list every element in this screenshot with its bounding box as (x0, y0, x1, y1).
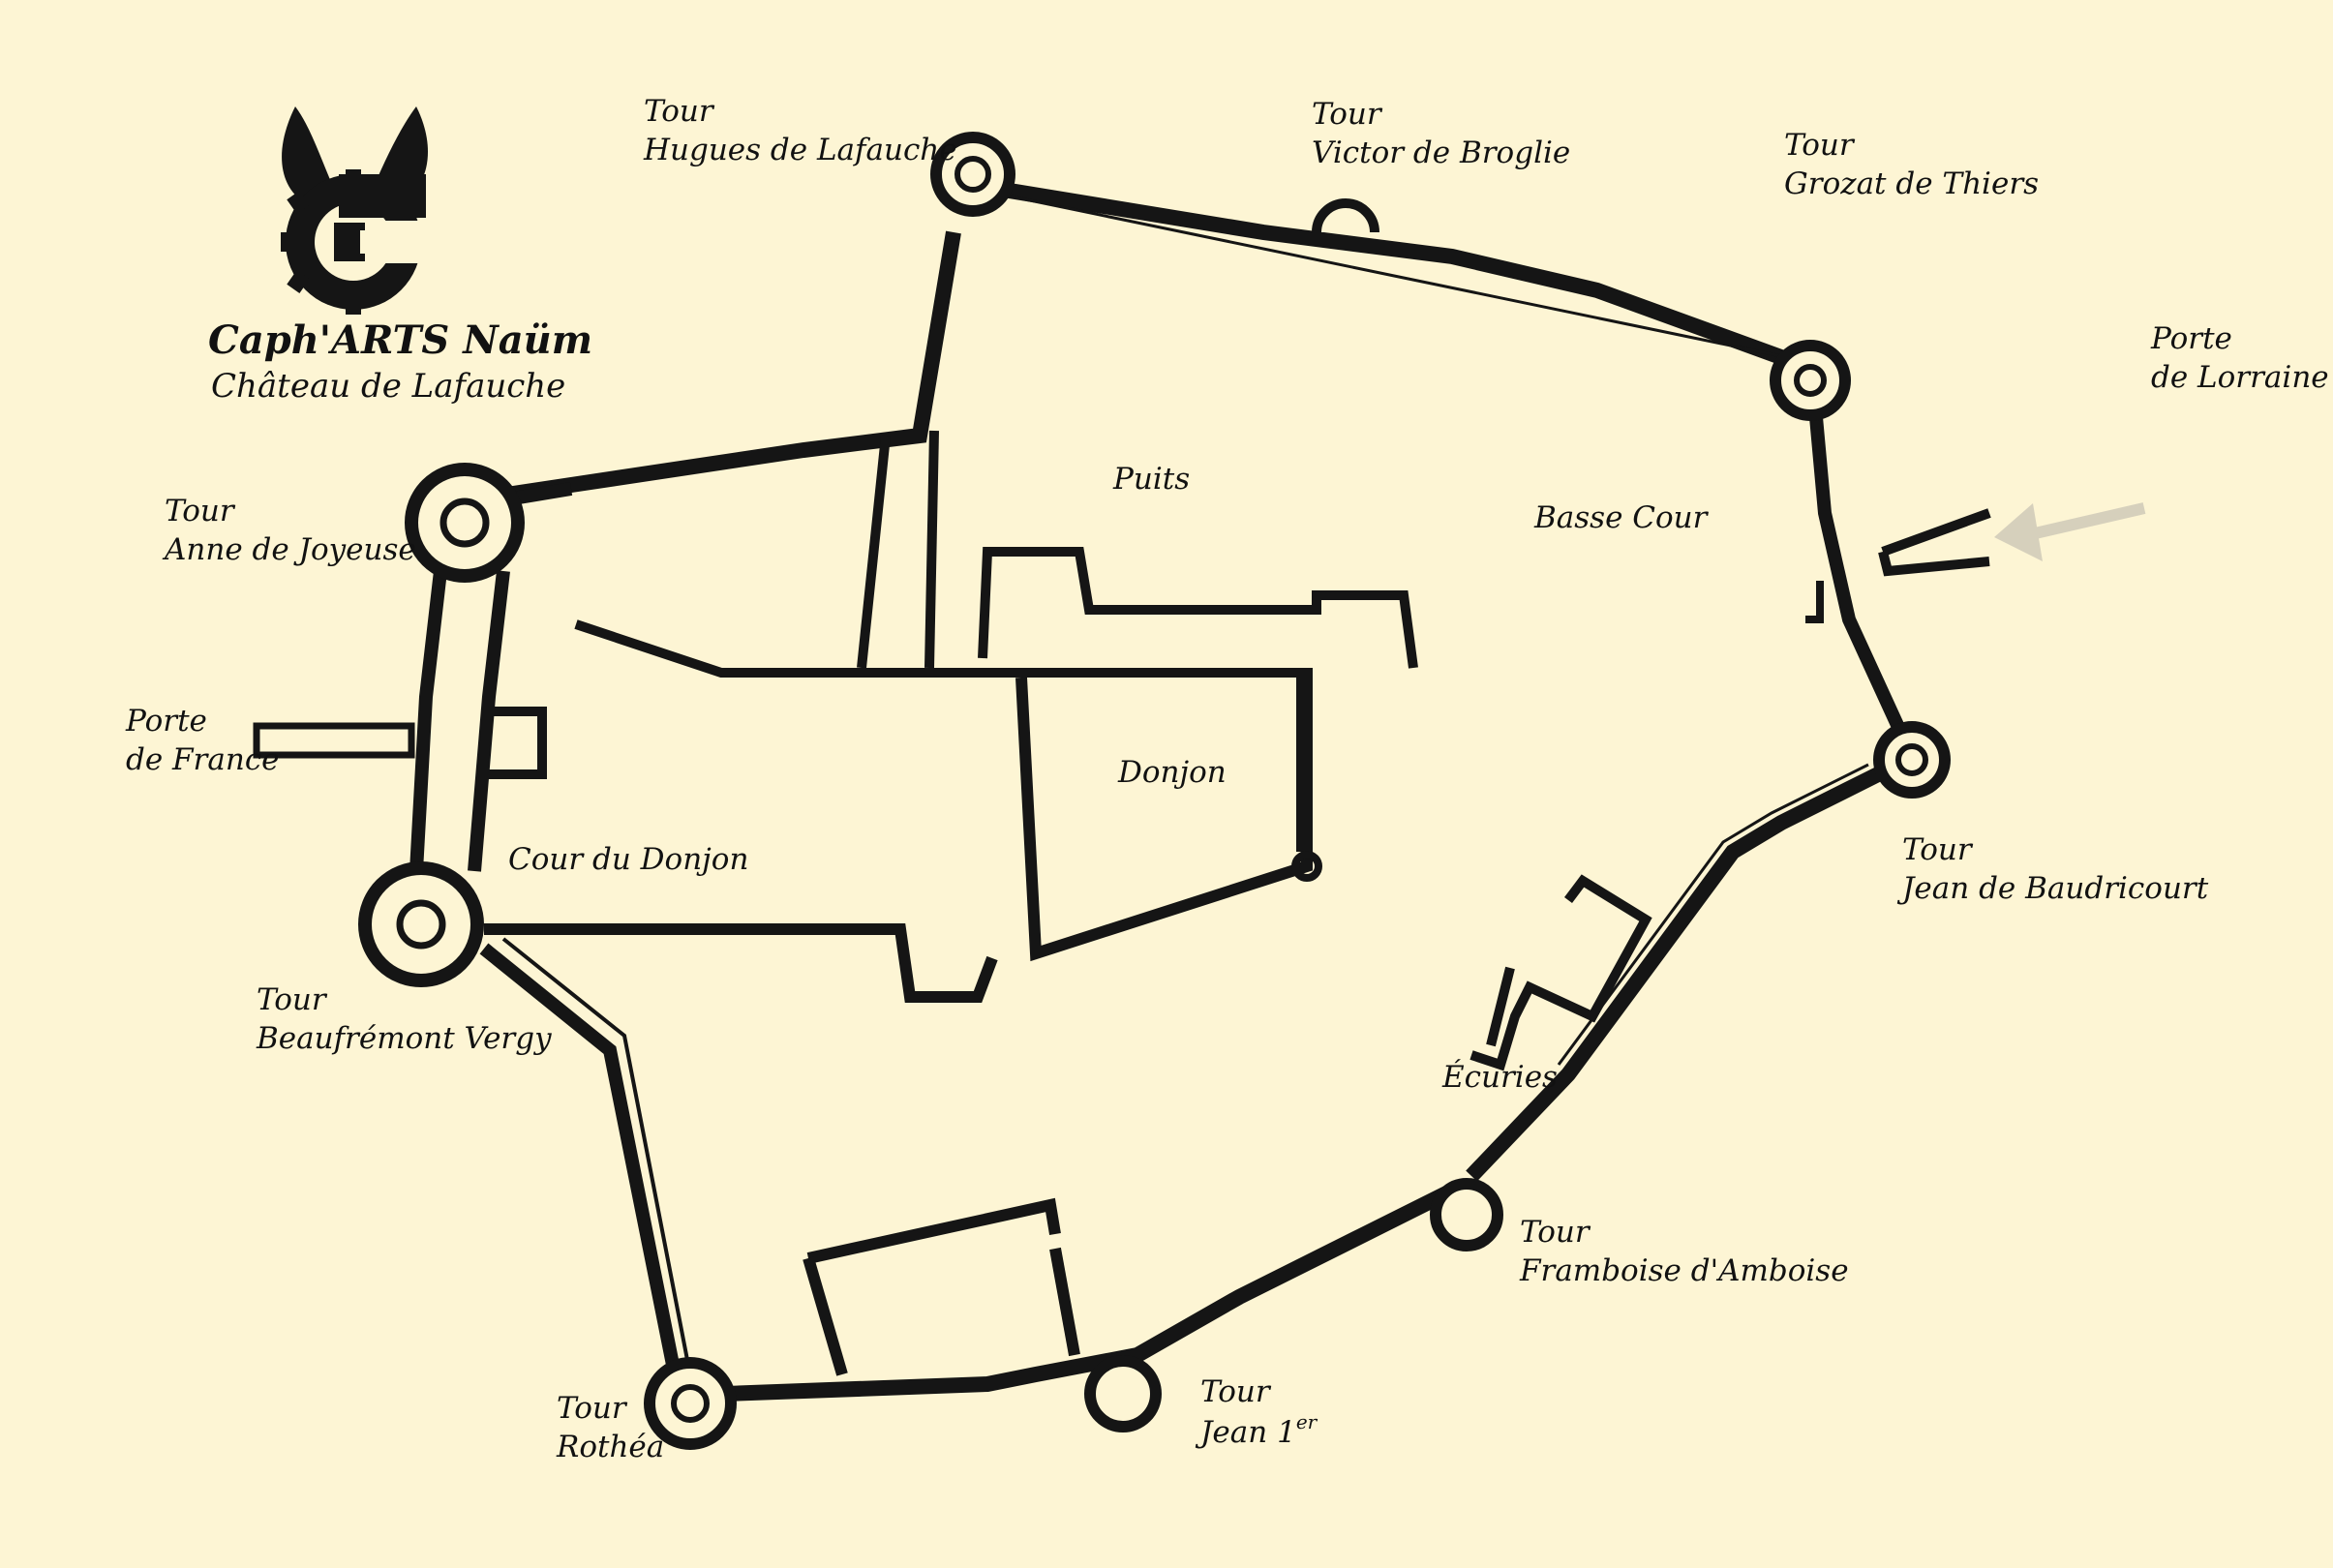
tower-rothea-icon (644, 1357, 737, 1450)
label-tour-rothea: Tour Rothéa (556, 1391, 664, 1464)
svg-text:de France: de France (126, 742, 280, 777)
svg-text:Tour: Tour (257, 982, 328, 1017)
svg-text:Porte: Porte (2150, 321, 2232, 356)
svg-text:Tour: Tour (1200, 1374, 1272, 1409)
label-puits: Puits (1112, 462, 1190, 497)
inner-buildings (253, 430, 1991, 1376)
label-tour-hugues: Tour Hugues de Lafauche (643, 94, 957, 167)
logo-icon (281, 106, 428, 315)
label-cour-du-donjon: Cour du Donjon (508, 842, 748, 877)
svg-text:Rothéa: Rothéa (556, 1430, 664, 1464)
tower-hugues-icon (930, 132, 1015, 217)
label-porte-lorraine: Porte de Lorraine (2150, 321, 2329, 395)
label-tour-grozat: Tour Grozat de Thiers (1784, 128, 2039, 201)
tower-anne-icon (405, 463, 525, 583)
label-tour-anne: Tour Anne de Joyeuse (162, 494, 416, 567)
label-tour-framboise: Tour Framboise d'Amboise (1519, 1215, 1849, 1288)
svg-text:Tour: Tour (644, 94, 715, 129)
label-tour-victor: Tour Victor de Broglie (1312, 97, 1570, 170)
label-tour-beaufremont: Tour Beaufrémont Vergy (256, 982, 552, 1056)
label-basse-cour: Basse Cour (1533, 500, 1710, 535)
svg-text:Tour: Tour (1520, 1215, 1591, 1250)
svg-text:Hugues de Lafauche: Hugues de Lafauche (643, 133, 957, 167)
svg-text:Jean de Baudricourt: Jean de Baudricourt (1896, 871, 2209, 906)
logo-subtitle: Château de Lafauche (211, 367, 565, 406)
label-tour-jean1: Tour Jean 1er (1195, 1374, 1318, 1450)
tower-grozat-icon (1770, 340, 1851, 421)
outer-walls (409, 176, 1909, 1402)
svg-text:Tour: Tour (557, 1391, 628, 1426)
svg-text:Tour: Tour (165, 494, 236, 528)
svg-text:de Lorraine: de Lorraine (2151, 360, 2329, 395)
label-ecuries: Écuries (1441, 1058, 1558, 1095)
logo-name: Caph'ARTS Naüm (208, 317, 592, 363)
svg-text:Jean 1er: Jean 1er (1195, 1410, 1318, 1450)
tower-beaufremont-icon (358, 861, 484, 987)
label-tour-jean-baudricourt: Tour Jean de Baudricourt (1896, 832, 2209, 906)
label-donjon: Donjon (1117, 755, 1227, 790)
svg-text:Grozat de Thiers: Grozat de Thiers (1784, 166, 2039, 201)
svg-text:Anne de Joyeuse: Anne de Joyeuse (162, 532, 416, 567)
label-porte-france: Porte de France (125, 704, 280, 777)
svg-text:Victor de Broglie: Victor de Broglie (1312, 136, 1570, 170)
svg-text:Porte: Porte (125, 704, 207, 739)
tower-framboise-icon (1430, 1178, 1503, 1251)
svg-text:Tour: Tour (1312, 97, 1383, 132)
svg-text:Beaufrémont Vergy: Beaufrémont Vergy (256, 1021, 552, 1056)
svg-text:Framboise d'Amboise: Framboise d'Amboise (1519, 1253, 1849, 1288)
tower-victor-icon (1312, 198, 1379, 233)
svg-text:Tour: Tour (1784, 128, 1856, 163)
svg-text:Tour: Tour (1902, 832, 1974, 867)
tower-jean1-icon (1084, 1355, 1162, 1432)
entrance-arrow-icon (2016, 502, 2146, 543)
tower-jean-baudricourt-icon (1873, 721, 1951, 799)
entrance-arrowhead-icon (1994, 503, 2043, 561)
